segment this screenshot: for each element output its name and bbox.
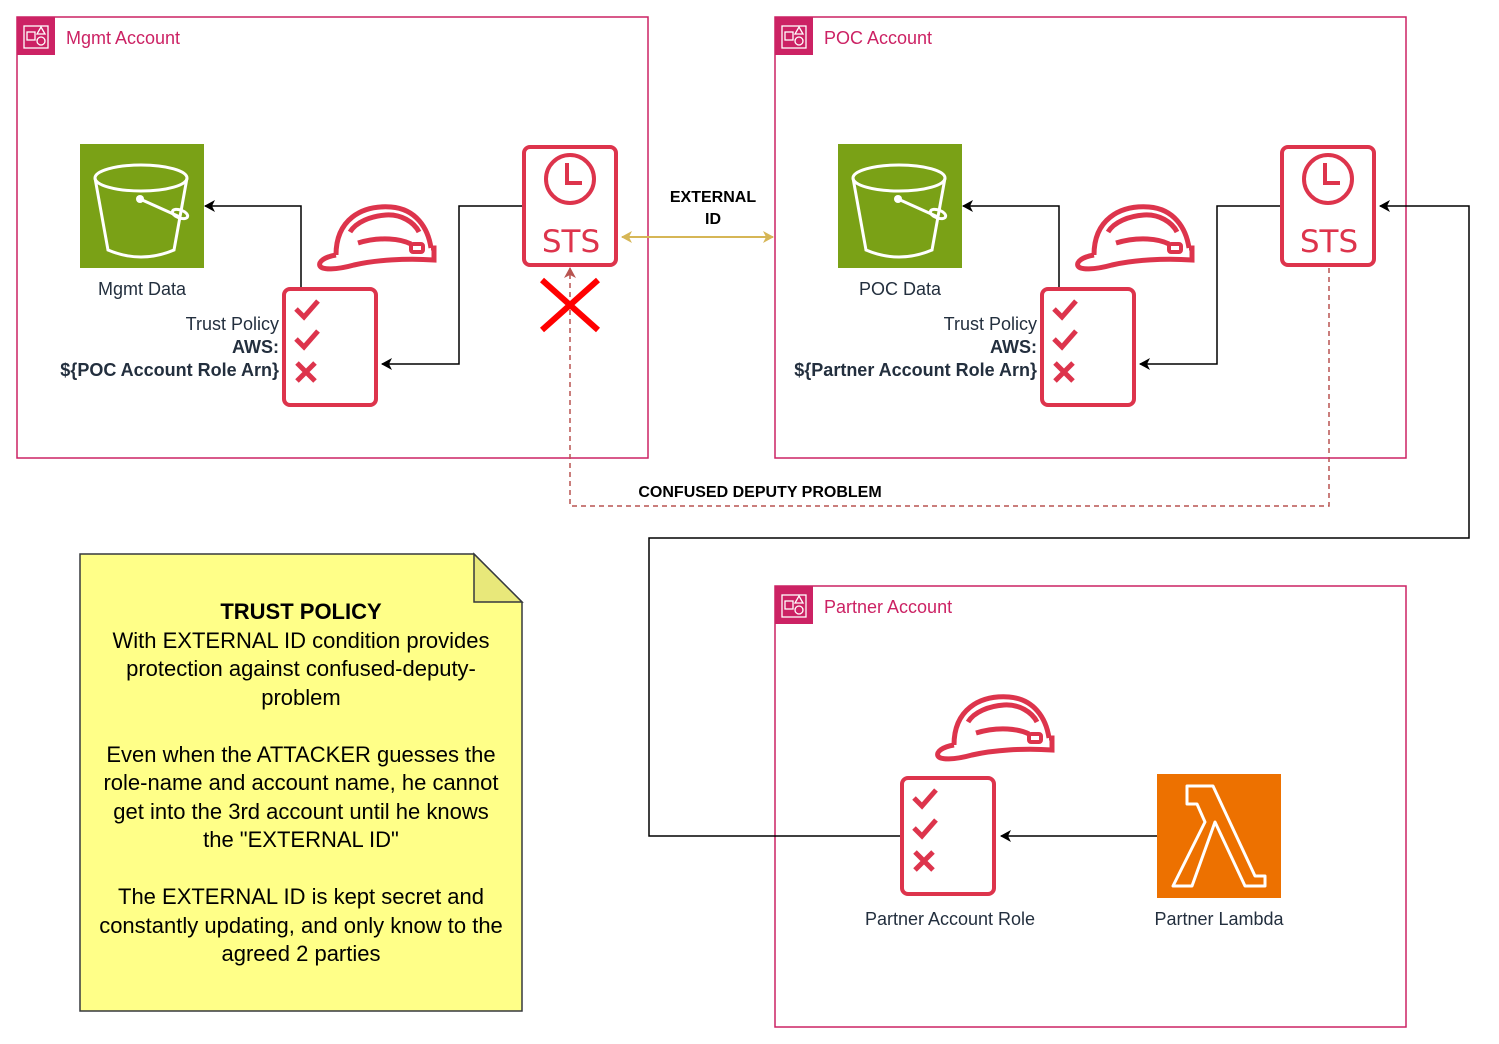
poc-policy-title: Trust Policy xyxy=(944,314,1037,334)
mgmt-data-label: Mgmt Data xyxy=(98,279,187,299)
edge-mgmt-sts-to-policy xyxy=(381,205,524,370)
mgmt-role-node[interactable]: Trust Policy AWS: ${POC Account Role Arn… xyxy=(60,207,434,405)
partner-account-label: Partner Account xyxy=(824,597,952,617)
mgmt-data-node[interactable]: Mgmt Data xyxy=(78,142,206,299)
note-line: the "EXTERNAL ID" xyxy=(203,827,399,852)
edge-mgmt-policy-to-bucket xyxy=(204,200,302,288)
partner-role-label: Partner Account Role xyxy=(865,909,1035,929)
poc-account-label: POC Account xyxy=(824,28,932,48)
iam-role-policy-icon xyxy=(284,289,376,405)
external-id-label-line2: ID xyxy=(705,211,721,228)
lambda-icon xyxy=(1155,772,1283,900)
mgmt-sts-label: STS xyxy=(542,224,600,260)
aws-account-icon xyxy=(774,585,814,625)
note-paragraph-2: Even when the ATTACKER guesses the role-… xyxy=(80,741,522,855)
aws-account-icon xyxy=(774,16,814,56)
note-paragraph-3: The EXTERNAL ID is kept secret and const… xyxy=(80,883,522,969)
note-line: problem xyxy=(261,684,341,710)
iam-role-policy-icon xyxy=(902,778,994,894)
aws-account-icon xyxy=(16,16,56,56)
poc-data-label: POC Data xyxy=(859,279,942,299)
note-line: Even when the ATTACKER guesses the xyxy=(106,741,496,767)
note-line: The EXTERNAL ID is kept secret and xyxy=(118,884,484,909)
iam-role-policy-icon xyxy=(1042,289,1134,405)
deny-cross-icon xyxy=(540,277,600,333)
mgmt-policy-arn: ${POC Account Role Arn} xyxy=(60,360,279,380)
edge-confused-deputy xyxy=(564,267,1330,507)
mgmt-sts-node[interactable]: STS xyxy=(522,145,618,267)
mgmt-account-label: Mgmt Account xyxy=(66,28,180,48)
edge-poc-sts-to-policy xyxy=(1139,205,1282,370)
partner-lambda-label: Partner Lambda xyxy=(1154,909,1284,929)
note-title: TRUST POLICY xyxy=(220,599,382,624)
hard-hat-icon xyxy=(1078,207,1192,269)
note-line: role-name and account name, he cannot xyxy=(103,770,499,795)
poc-account-group: POC Account xyxy=(774,16,1407,459)
note-line: protection against confused-deputy- xyxy=(126,656,476,681)
poc-role-node[interactable]: Trust Policy AWS: ${Partner Account Role… xyxy=(794,207,1192,405)
confused-deputy-label: CONFUSED DEPUTY PROBLEM xyxy=(638,484,881,501)
note-line: get into the 3rd account until he knows xyxy=(113,798,489,824)
poc-policy-arn: ${Partner Account Role Arn} xyxy=(794,360,1037,380)
note-line: agreed 2 parties xyxy=(221,941,381,966)
mgmt-policy-aws: AWS: xyxy=(232,337,279,357)
external-id-label-line1: EXTERNAL xyxy=(670,189,756,206)
note-line: With EXTERNAL ID condition provides xyxy=(112,627,490,653)
poc-policy-aws: AWS: xyxy=(990,337,1037,357)
hard-hat-icon xyxy=(938,697,1052,759)
partner-lambda-node[interactable]: Partner Lambda xyxy=(1154,772,1285,929)
trust-policy-note-shape xyxy=(79,552,524,1012)
s3-bucket-icon xyxy=(78,142,206,270)
partner-role-node[interactable]: Partner Account Role xyxy=(865,697,1052,929)
partner-account-group: Partner Account xyxy=(774,585,1407,1028)
note-paragraph-1: With EXTERNAL ID condition provides prot… xyxy=(80,627,522,713)
mgmt-policy-title: Trust Policy xyxy=(186,314,279,334)
poc-sts-node[interactable]: STS xyxy=(1280,145,1376,267)
s3-bucket-icon xyxy=(836,142,964,270)
edge-partner-role-to-poc-sts xyxy=(648,200,1470,837)
hard-hat-icon xyxy=(320,207,434,269)
trust-policy-note: TRUST POLICY With EXTERNAL ID condition … xyxy=(80,554,522,1011)
poc-data-node[interactable]: POC Data xyxy=(836,142,964,299)
poc-sts-label: STS xyxy=(1300,224,1358,260)
note-line: constantly updating, and only know to th… xyxy=(99,912,503,938)
edge-poc-policy-to-bucket xyxy=(962,200,1060,288)
